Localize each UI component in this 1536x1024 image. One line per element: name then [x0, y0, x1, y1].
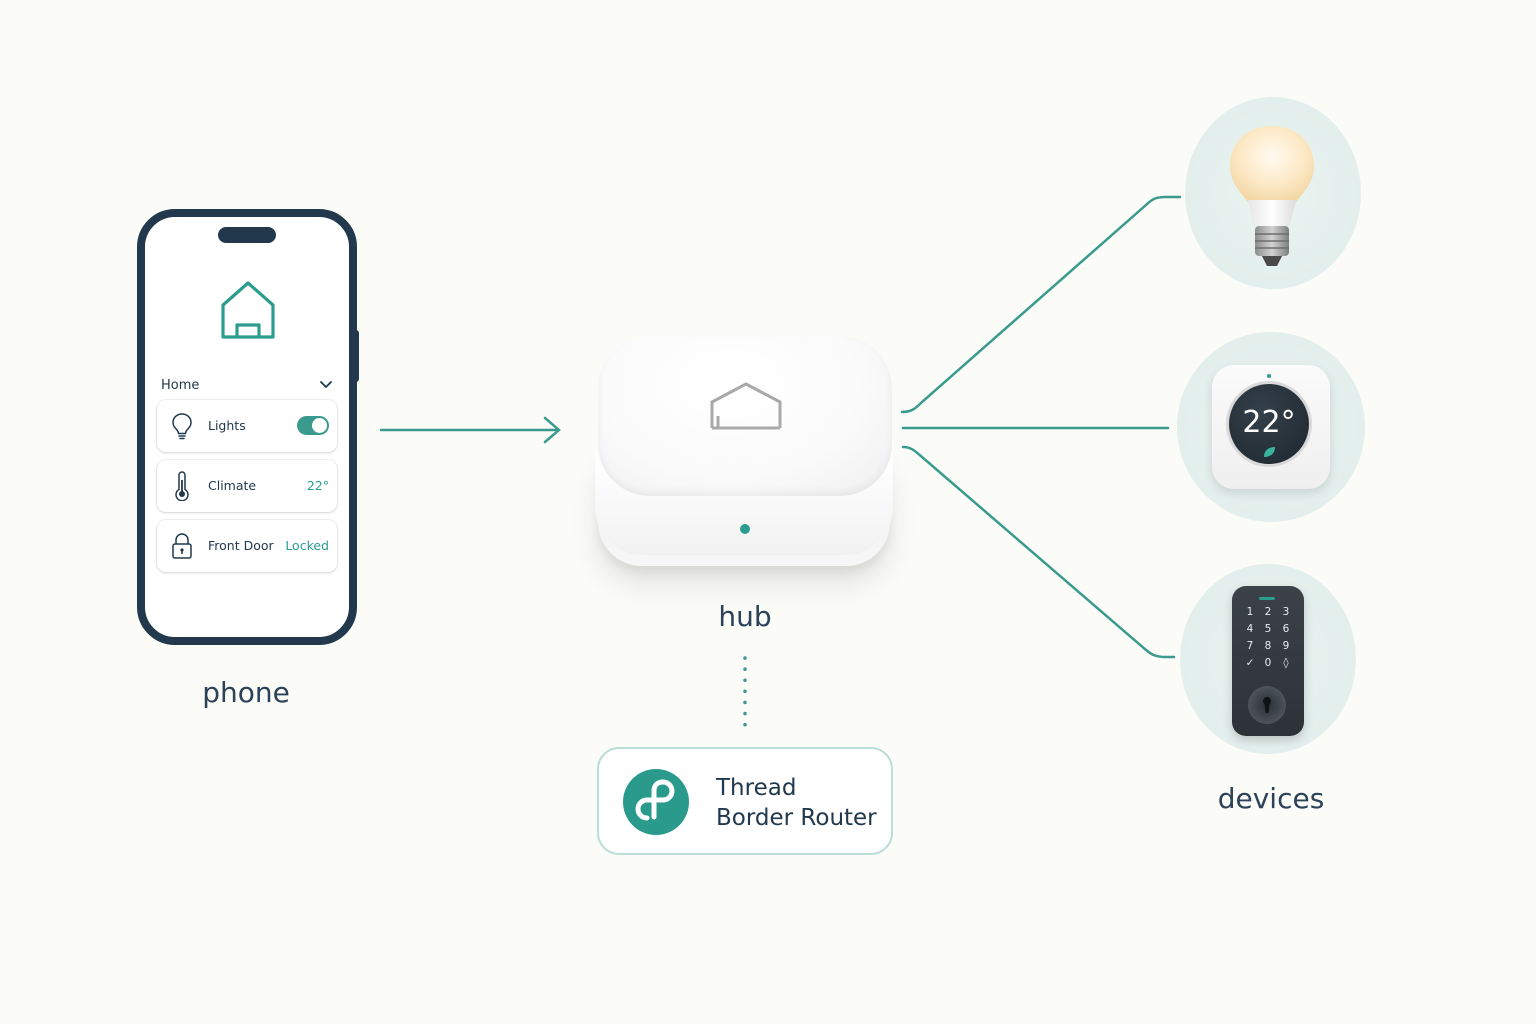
keyhole-icon [1263, 697, 1271, 713]
front-door-status: Locked [285, 538, 329, 553]
thread-label: Thread [716, 775, 797, 801]
hub-top [598, 336, 892, 496]
keypad-key: 1 [1246, 606, 1254, 618]
chevron-down-icon [320, 381, 332, 388]
thermostat-indicator [1267, 374, 1271, 378]
keypad-key: ◊ [1283, 657, 1289, 669]
keypad-key: 7 [1246, 640, 1254, 652]
hub-status-led [740, 524, 750, 534]
phone-device: Home Lights Climate 22° Front Do [137, 209, 357, 645]
smart-bulb-icon [1230, 126, 1314, 266]
thermostat-temperature: 22° [1242, 405, 1296, 440]
lightbulb-icon [172, 413, 192, 440]
border-router-label: Border Router [716, 805, 877, 831]
keypad-key: 0 [1264, 657, 1272, 669]
hub-to-lock-line [901, 445, 1176, 659]
thread-border-router-box: Thread Border Router [597, 747, 893, 855]
keypad-key: 2 [1264, 606, 1272, 618]
climate-value: 22° [306, 478, 329, 493]
phone-notch [218, 227, 276, 243]
climate-card[interactable]: Climate 22° [157, 460, 337, 512]
lights-label: Lights [208, 418, 246, 433]
front-door-card[interactable]: Front Door Locked [157, 520, 337, 572]
keypad-key: 9 [1282, 640, 1290, 652]
hub-to-bulb-line [900, 195, 1182, 414]
lights-toggle[interactable] [297, 416, 329, 435]
keypad-key: 5 [1264, 623, 1272, 635]
devices-label: devices [1217, 782, 1325, 815]
keypad-key: 8 [1264, 640, 1272, 652]
hub-label: hub [718, 600, 772, 633]
lock-status-led [1259, 597, 1275, 600]
lights-card[interactable]: Lights [157, 400, 337, 452]
lock-icon [172, 533, 192, 559]
arrowhead [543, 416, 561, 444]
hub-home-logo-icon [710, 382, 782, 430]
thermometer-icon [175, 471, 189, 501]
phone-label: phone [202, 676, 290, 709]
home-logo-icon [221, 281, 275, 339]
thread-logo-icon [623, 769, 689, 835]
front-door-label: Front Door [208, 538, 274, 553]
keypad-key: 3 [1282, 606, 1290, 618]
home-selector[interactable]: Home [161, 375, 333, 395]
home-selector-label: Home [161, 377, 200, 393]
keypad-key: 6 [1282, 623, 1290, 635]
climate-label: Climate [208, 478, 257, 493]
keypad-key: ✓ [1245, 657, 1255, 669]
keypad-key: 4 [1246, 623, 1254, 635]
leaf-icon [1264, 447, 1275, 457]
